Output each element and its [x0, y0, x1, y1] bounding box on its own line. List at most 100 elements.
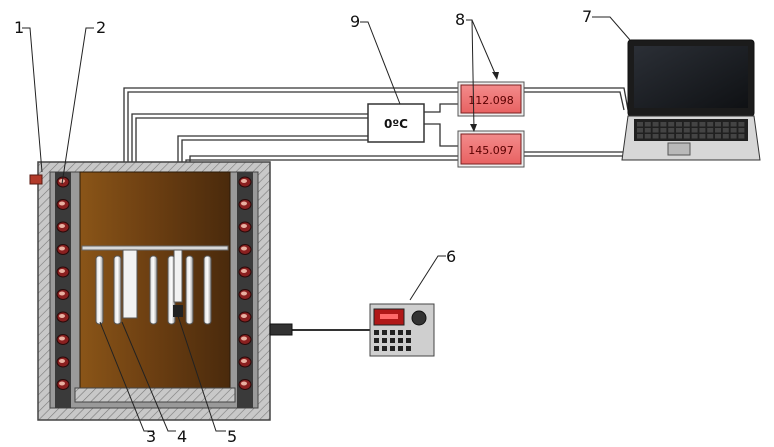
controller-button — [390, 330, 395, 335]
heater-coil-highlight — [241, 246, 247, 251]
laptop-key — [691, 134, 698, 139]
sample-rod — [185, 255, 194, 325]
heater-coil-highlight — [241, 336, 247, 341]
controller-button — [390, 346, 395, 351]
laptop-icon — [621, 39, 761, 161]
controller-button — [382, 330, 387, 335]
heater-coils-left — [56, 176, 70, 390]
controller-buttons — [374, 330, 411, 351]
controller-button — [374, 330, 379, 335]
laptop-key — [644, 128, 651, 133]
controller-button — [374, 346, 379, 351]
sample-rod — [203, 255, 212, 325]
laptop-key — [668, 122, 675, 127]
heater-coil-highlight — [59, 381, 65, 386]
heater-coil-highlight — [241, 269, 247, 273]
controller-knob — [411, 310, 427, 326]
laptop-key — [644, 122, 651, 127]
laptop-keys — [637, 122, 745, 139]
heater-coil-highlight — [241, 179, 247, 183]
controller-button — [406, 346, 411, 351]
heater-coil-highlight — [241, 224, 247, 228]
laptop-key — [722, 122, 729, 127]
heater-coil-highlight — [59, 224, 65, 228]
laptop-key — [691, 128, 698, 133]
laptop-key — [691, 122, 698, 127]
controller-button — [390, 338, 395, 343]
label-3: 3 — [146, 427, 156, 446]
heater-coil-highlight — [241, 291, 247, 296]
laptop-key — [715, 134, 721, 139]
leader-lines — [22, 16, 631, 432]
heater-coil-highlight — [59, 359, 65, 363]
laptop-key — [668, 134, 675, 139]
label-1: 1 — [14, 18, 24, 37]
label-4: 4 — [177, 427, 187, 446]
laptop-key — [722, 128, 729, 133]
laptop-key — [707, 128, 714, 133]
laptop-key — [652, 122, 659, 127]
part-labels: 1 2 3 4 5 6 7 8 9 — [14, 7, 592, 446]
controller-button — [406, 330, 411, 335]
label-5: 5 — [227, 427, 237, 446]
furnace-terminal — [29, 174, 43, 185]
heater-coil-highlight — [59, 201, 65, 206]
laptop-key — [683, 128, 690, 133]
laptop-key — [707, 134, 714, 139]
label-8: 8 — [455, 10, 465, 29]
controller-button — [398, 338, 403, 343]
laptop-key — [707, 122, 714, 127]
heater-coil-highlight — [59, 269, 65, 273]
heater-coil-highlight — [59, 336, 65, 341]
laptop-key — [637, 128, 643, 133]
controller-button — [382, 346, 387, 351]
logger-2-reading: 145.097 — [468, 144, 514, 157]
controller-button — [398, 346, 403, 351]
sample-rod — [95, 255, 104, 325]
rod-holder — [81, 245, 229, 251]
controller-button — [374, 338, 379, 343]
laptop-key — [676, 128, 682, 133]
laptop-key — [738, 128, 745, 133]
thermocouple-probe-1 — [122, 249, 138, 319]
probe-tip — [173, 305, 183, 317]
laptop-key — [683, 134, 690, 139]
label-6: 6 — [446, 247, 456, 266]
laptop-key — [699, 122, 706, 127]
logger-1-reading: 112.098 — [468, 94, 514, 107]
label-2: 2 — [96, 18, 106, 37]
label-9: 9 — [350, 12, 360, 31]
data-logger-1: 112.098 — [457, 81, 525, 117]
laptop-key — [660, 134, 667, 139]
laptop-key — [676, 134, 682, 139]
laptop-key — [676, 122, 682, 127]
heater-coil-highlight — [59, 246, 65, 251]
laptop-key — [699, 128, 706, 133]
controller-connector — [269, 323, 293, 336]
laptop-key — [699, 134, 706, 139]
laptop-key — [668, 128, 675, 133]
controller-button — [398, 330, 403, 335]
thermocouple-probe-2 — [173, 249, 183, 303]
laptop-key — [715, 122, 721, 127]
laptop-key — [738, 122, 745, 127]
controller-button — [382, 338, 387, 343]
sample-rod — [113, 255, 122, 325]
laptop-key — [730, 134, 737, 139]
temperature-controller-icon — [369, 303, 435, 357]
logger-1-display — [460, 84, 522, 114]
laptop-key — [730, 128, 737, 133]
laptop-key — [644, 134, 651, 139]
sample-rods — [95, 255, 212, 325]
laptop-key — [637, 122, 643, 127]
bath-bottom — [74, 387, 236, 403]
laptop-key — [652, 134, 659, 139]
furnace — [29, 161, 293, 421]
logger-2-display — [460, 133, 522, 165]
sample-rod — [149, 255, 158, 325]
heater-coil-highlight — [241, 359, 247, 363]
heater-coil-highlight — [241, 381, 247, 386]
laptop-key — [715, 128, 721, 133]
laptop-key — [730, 122, 737, 127]
